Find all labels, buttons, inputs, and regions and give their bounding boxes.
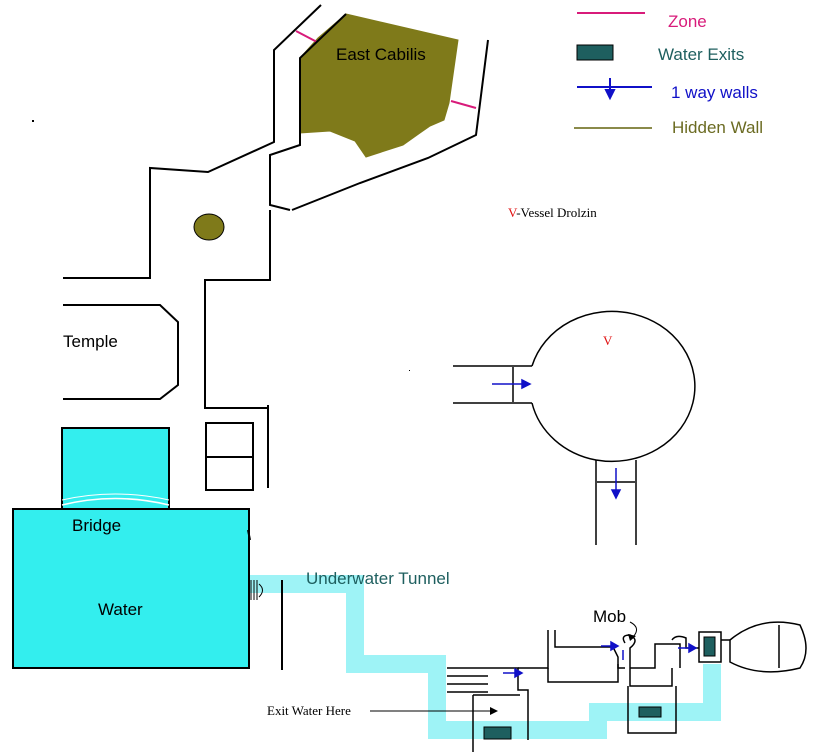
water-exit-2 xyxy=(638,706,662,718)
one-way-arrow-vessel-west xyxy=(492,378,532,390)
temple-label: Temple xyxy=(63,332,118,351)
one-way-arrow-lower-2 xyxy=(601,640,620,652)
legend-one-way-swatch xyxy=(577,78,652,101)
mob-label: Mob xyxy=(593,607,627,626)
legend-one-way-walls-label: 1 way walls xyxy=(671,83,758,102)
water-exit-3 xyxy=(703,636,716,657)
legend-water-exit-swatch xyxy=(576,44,614,61)
vessel-note-text: -Vessel Drolzin xyxy=(516,205,597,220)
exit-water-here-label: Exit Water Here xyxy=(267,703,351,718)
legend-hidden-wall-label: Hidden Wall xyxy=(672,118,764,137)
underwater-tunnel-label: Underwater Tunnel xyxy=(306,569,450,588)
zone-line-1 xyxy=(295,30,318,43)
legend-water-exits-label: Water Exits xyxy=(658,45,745,64)
bridge-area xyxy=(61,427,170,510)
vessel-note-letter: V xyxy=(508,205,517,220)
bridge-label: Bridge xyxy=(72,516,122,535)
one-way-arrow-vessel-south xyxy=(610,468,622,500)
tree-marker xyxy=(193,213,225,241)
one-way-arrow-lower-3 xyxy=(678,642,698,654)
tunnel-entrance xyxy=(250,580,263,600)
vessel-note: V-Vessel Drolzin xyxy=(508,205,597,221)
water-area xyxy=(12,508,250,669)
underwater-structures xyxy=(447,621,807,752)
vessel-marker: V xyxy=(603,333,613,348)
east-cabilis-label: East Cabilis xyxy=(336,45,426,64)
underwater-tunnel xyxy=(250,575,721,739)
water-label: Water xyxy=(98,600,143,619)
vessel-room xyxy=(453,310,696,545)
bridge-arc xyxy=(61,497,170,506)
water-exit-1 xyxy=(483,726,512,740)
city-walls xyxy=(63,4,489,670)
zone-line-2 xyxy=(450,100,477,109)
one-way-arrow-lower-1 xyxy=(503,667,524,679)
legend-zone-label: Zone xyxy=(668,12,707,31)
